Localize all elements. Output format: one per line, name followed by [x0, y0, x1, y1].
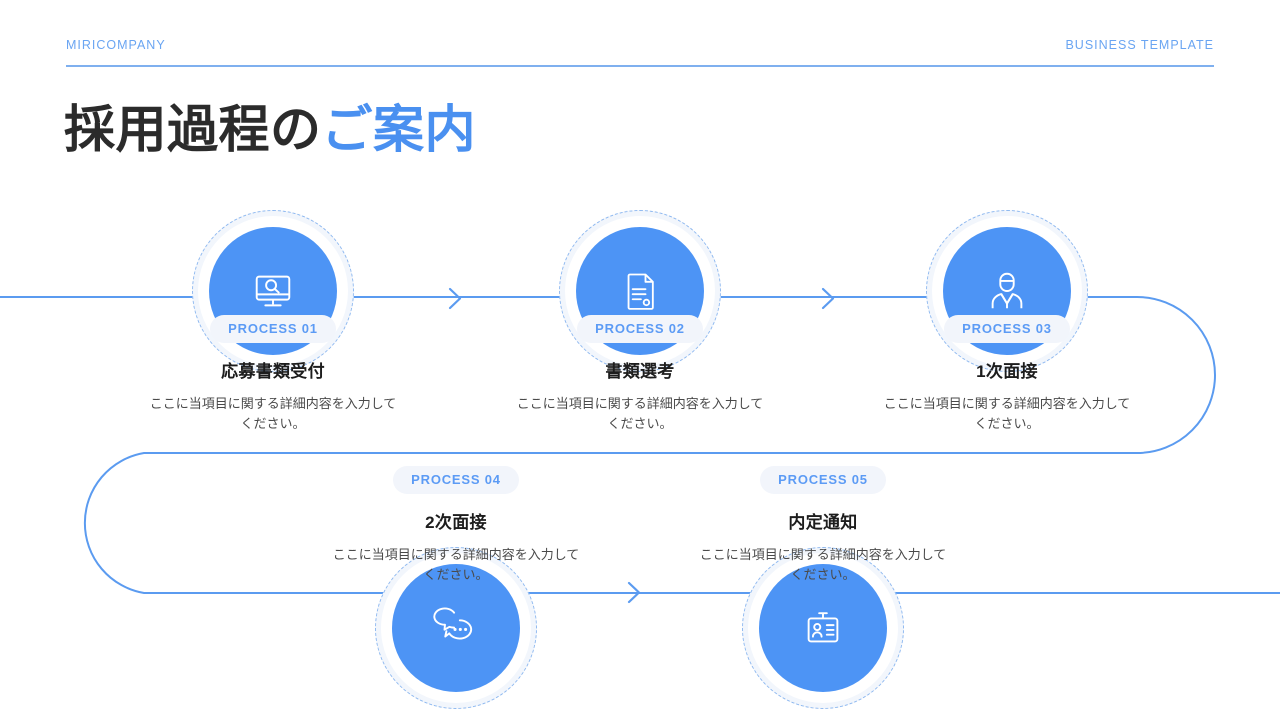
circle-dashed-ring	[375, 547, 537, 709]
page-title-dark: 採用過程の	[64, 101, 322, 158]
step-description: ここに当項目に関する詳細内容を入力してください。	[332, 547, 580, 583]
circle-fill	[392, 564, 520, 692]
document-icon	[627, 273, 654, 310]
step-name: 1次面接	[976, 362, 1038, 381]
step-badge: PROCESS 04	[393, 466, 519, 494]
monitor-search-icon	[255, 275, 291, 307]
step-description: ここに当項目に関する詳細内容を入力してください。	[699, 547, 947, 583]
step-description: ここに当項目に関する詳細内容を入力してください。	[149, 396, 397, 432]
chat-bubbles-icon	[433, 607, 473, 640]
page-header: MIRICOMPANY BUSINESS TEMPLATE	[66, 38, 1214, 68]
circle-dashed-ring	[559, 210, 721, 372]
step-badge: PROCESS 03	[944, 315, 1070, 343]
brand-label: MIRICOMPANY	[66, 38, 166, 52]
circle-dashed-ring	[926, 210, 1088, 372]
circle-dashed-ring	[192, 210, 354, 372]
step-circle-4	[375, 547, 537, 709]
step-description: ここに当項目に関する詳細内容を入力してください。	[516, 396, 764, 432]
id-card-icon	[807, 612, 839, 643]
step-name: 2次面接	[425, 513, 487, 532]
circle-fill	[759, 564, 887, 692]
process-step-4[interactable]: PROCESS 04 2次面接 ここに当項目に関する詳細内容を入力してください。	[306, 466, 606, 585]
circle-dashed-ring	[742, 547, 904, 709]
process-step-1[interactable]: PROCESS 01 応募書類受付 ここに当項目に関する詳細内容を入力してくださ…	[123, 315, 423, 434]
step-badge: PROCESS 01	[210, 315, 336, 343]
process-step-3[interactable]: PROCESS 03 1次面接 ここに当項目に関する詳細内容を入力してください。	[857, 315, 1157, 434]
process-step-2[interactable]: PROCESS 02 書類選考 ここに当項目に関する詳細内容を入力してください。	[490, 315, 790, 434]
step-name: 応募書類受付	[221, 362, 325, 381]
step-description: ここに当項目に関する詳細内容を入力してください。	[883, 396, 1131, 432]
interviewer-person-icon	[991, 272, 1023, 309]
process-step-5[interactable]: PROCESS 05 内定通知 ここに当項目に関する詳細内容を入力してください。	[673, 466, 973, 585]
header-divider	[66, 65, 1214, 67]
step-name: 書類選考	[605, 362, 675, 381]
step-name: 内定通知	[788, 513, 858, 532]
template-type-label: BUSINESS TEMPLATE	[1065, 38, 1214, 52]
step-badge: PROCESS 02	[577, 315, 703, 343]
step-circle-5	[742, 547, 904, 709]
step-badge: PROCESS 05	[760, 466, 886, 494]
page-title: 採用過程のご案内	[64, 101, 476, 160]
page-title-accent: ご案内	[321, 101, 477, 158]
